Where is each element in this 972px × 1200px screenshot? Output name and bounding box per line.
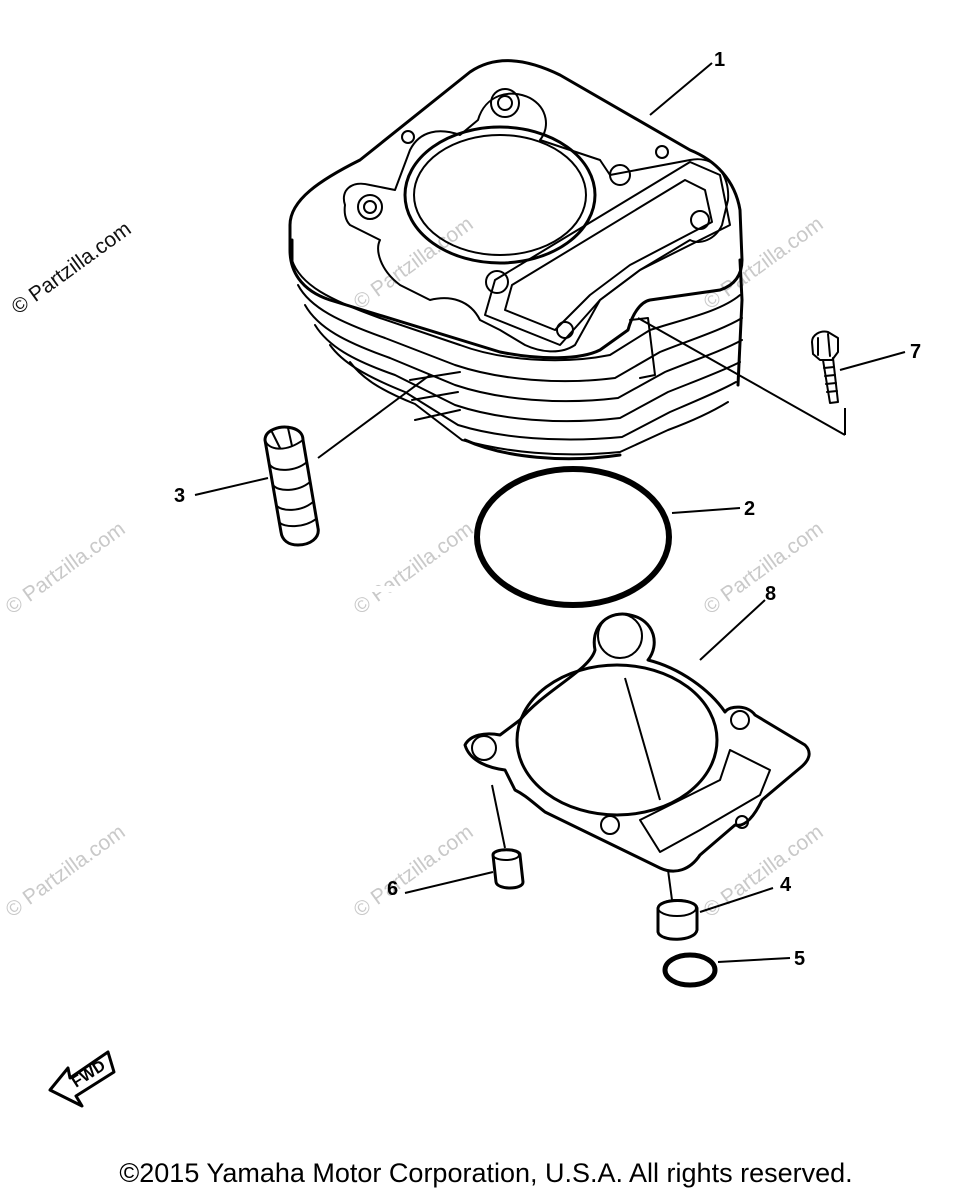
erase-artifact (368, 586, 430, 592)
watermark-text: © Partzilla.com (7, 217, 135, 319)
callout-3: 3 (174, 485, 185, 507)
watermark-text: © Partzilla.com (349, 820, 477, 922)
watermark-text: © Partzilla.com (349, 517, 477, 619)
o-ring-large (474, 466, 672, 608)
watermark-text: © Partzilla.com (1, 517, 129, 619)
callout-8: 8 (765, 583, 776, 605)
bolt (811, 330, 839, 404)
dowel-pin-long (263, 425, 320, 547)
watermark-text: © Partzilla.com (699, 517, 827, 619)
cylinder-block (288, 59, 744, 461)
watermark-text: © Partzilla.com (699, 212, 827, 314)
callout-1: 1 (714, 49, 725, 71)
callout-7: 7 (910, 341, 921, 363)
callout-5: 5 (794, 948, 805, 970)
watermark-text: © Partzilla.com (349, 212, 477, 314)
dowel-pin (491, 848, 525, 890)
dowel-pin-short (656, 899, 699, 941)
callouts: 1 2 3 4 5 6 7 8 (174, 49, 921, 970)
watermarks: © Partzilla.com © Partzilla.com © Partzi… (1, 212, 827, 922)
o-ring-small (662, 952, 718, 988)
copyright-notice: ©2015 Yamaha Motor Corporation, U.S.A. A… (119, 1158, 853, 1188)
callout-4: 4 (780, 874, 792, 896)
fwd-arrow-icon: FWD (48, 1050, 116, 1108)
leader-lines (194, 62, 906, 963)
watermark-text: © Partzilla.com (1, 820, 129, 922)
cylinder-gasket (463, 612, 811, 873)
callout-2: 2 (744, 498, 755, 520)
callout-6: 6 (387, 878, 398, 900)
